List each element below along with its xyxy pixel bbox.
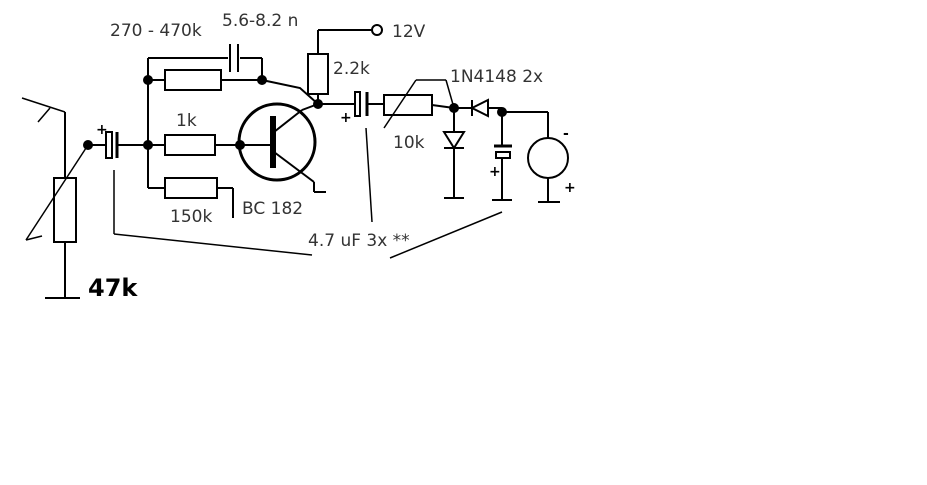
supply-terminal bbox=[371, 24, 383, 36]
label-output-resistor: 10k bbox=[393, 133, 425, 153]
label-transistor: BC 182 bbox=[242, 199, 303, 219]
meter-minus-sign: - bbox=[563, 126, 569, 142]
transistor-bc182 bbox=[237, 102, 326, 193]
label-capacitors: 4.7 uF 3x ** bbox=[308, 231, 410, 251]
label-diodes: 1N4148 2x bbox=[450, 67, 543, 87]
label-potentiometer: 47k bbox=[88, 274, 138, 302]
label-bias-resistor: 150k bbox=[170, 207, 212, 227]
series-diode bbox=[454, 98, 502, 118]
output-cap-plus-sign: + bbox=[340, 110, 352, 126]
potentiometer-47k bbox=[21, 97, 89, 299]
meter bbox=[502, 111, 569, 203]
input-node bbox=[83, 140, 93, 150]
meter-plus-sign: + bbox=[564, 180, 576, 196]
feedback-capacitor bbox=[147, 44, 263, 80]
base-resistor bbox=[148, 134, 272, 156]
collector-resistor bbox=[307, 29, 372, 104]
bias-resistor bbox=[148, 177, 234, 218]
label-supply: 12V bbox=[392, 22, 426, 42]
collector-feedback-wire bbox=[261, 79, 319, 105]
output-resistor bbox=[383, 79, 455, 129]
input-cap-plus-sign: + bbox=[96, 122, 108, 138]
label-feedback-capacitor: 5.6-8.2 n bbox=[222, 11, 298, 31]
feedback-resistor bbox=[148, 69, 262, 91]
label-collector-resistor: 2.2k bbox=[333, 59, 370, 79]
label-feedback-resistor: 270 - 470k bbox=[110, 21, 202, 41]
output-capacitor bbox=[318, 91, 384, 117]
filter-capacitor bbox=[492, 112, 512, 201]
shunt-diode bbox=[442, 108, 466, 199]
annotation-lines bbox=[113, 127, 503, 259]
label-base-resistor: 1k bbox=[176, 111, 197, 131]
filter-cap-plus-sign: + bbox=[489, 164, 501, 180]
